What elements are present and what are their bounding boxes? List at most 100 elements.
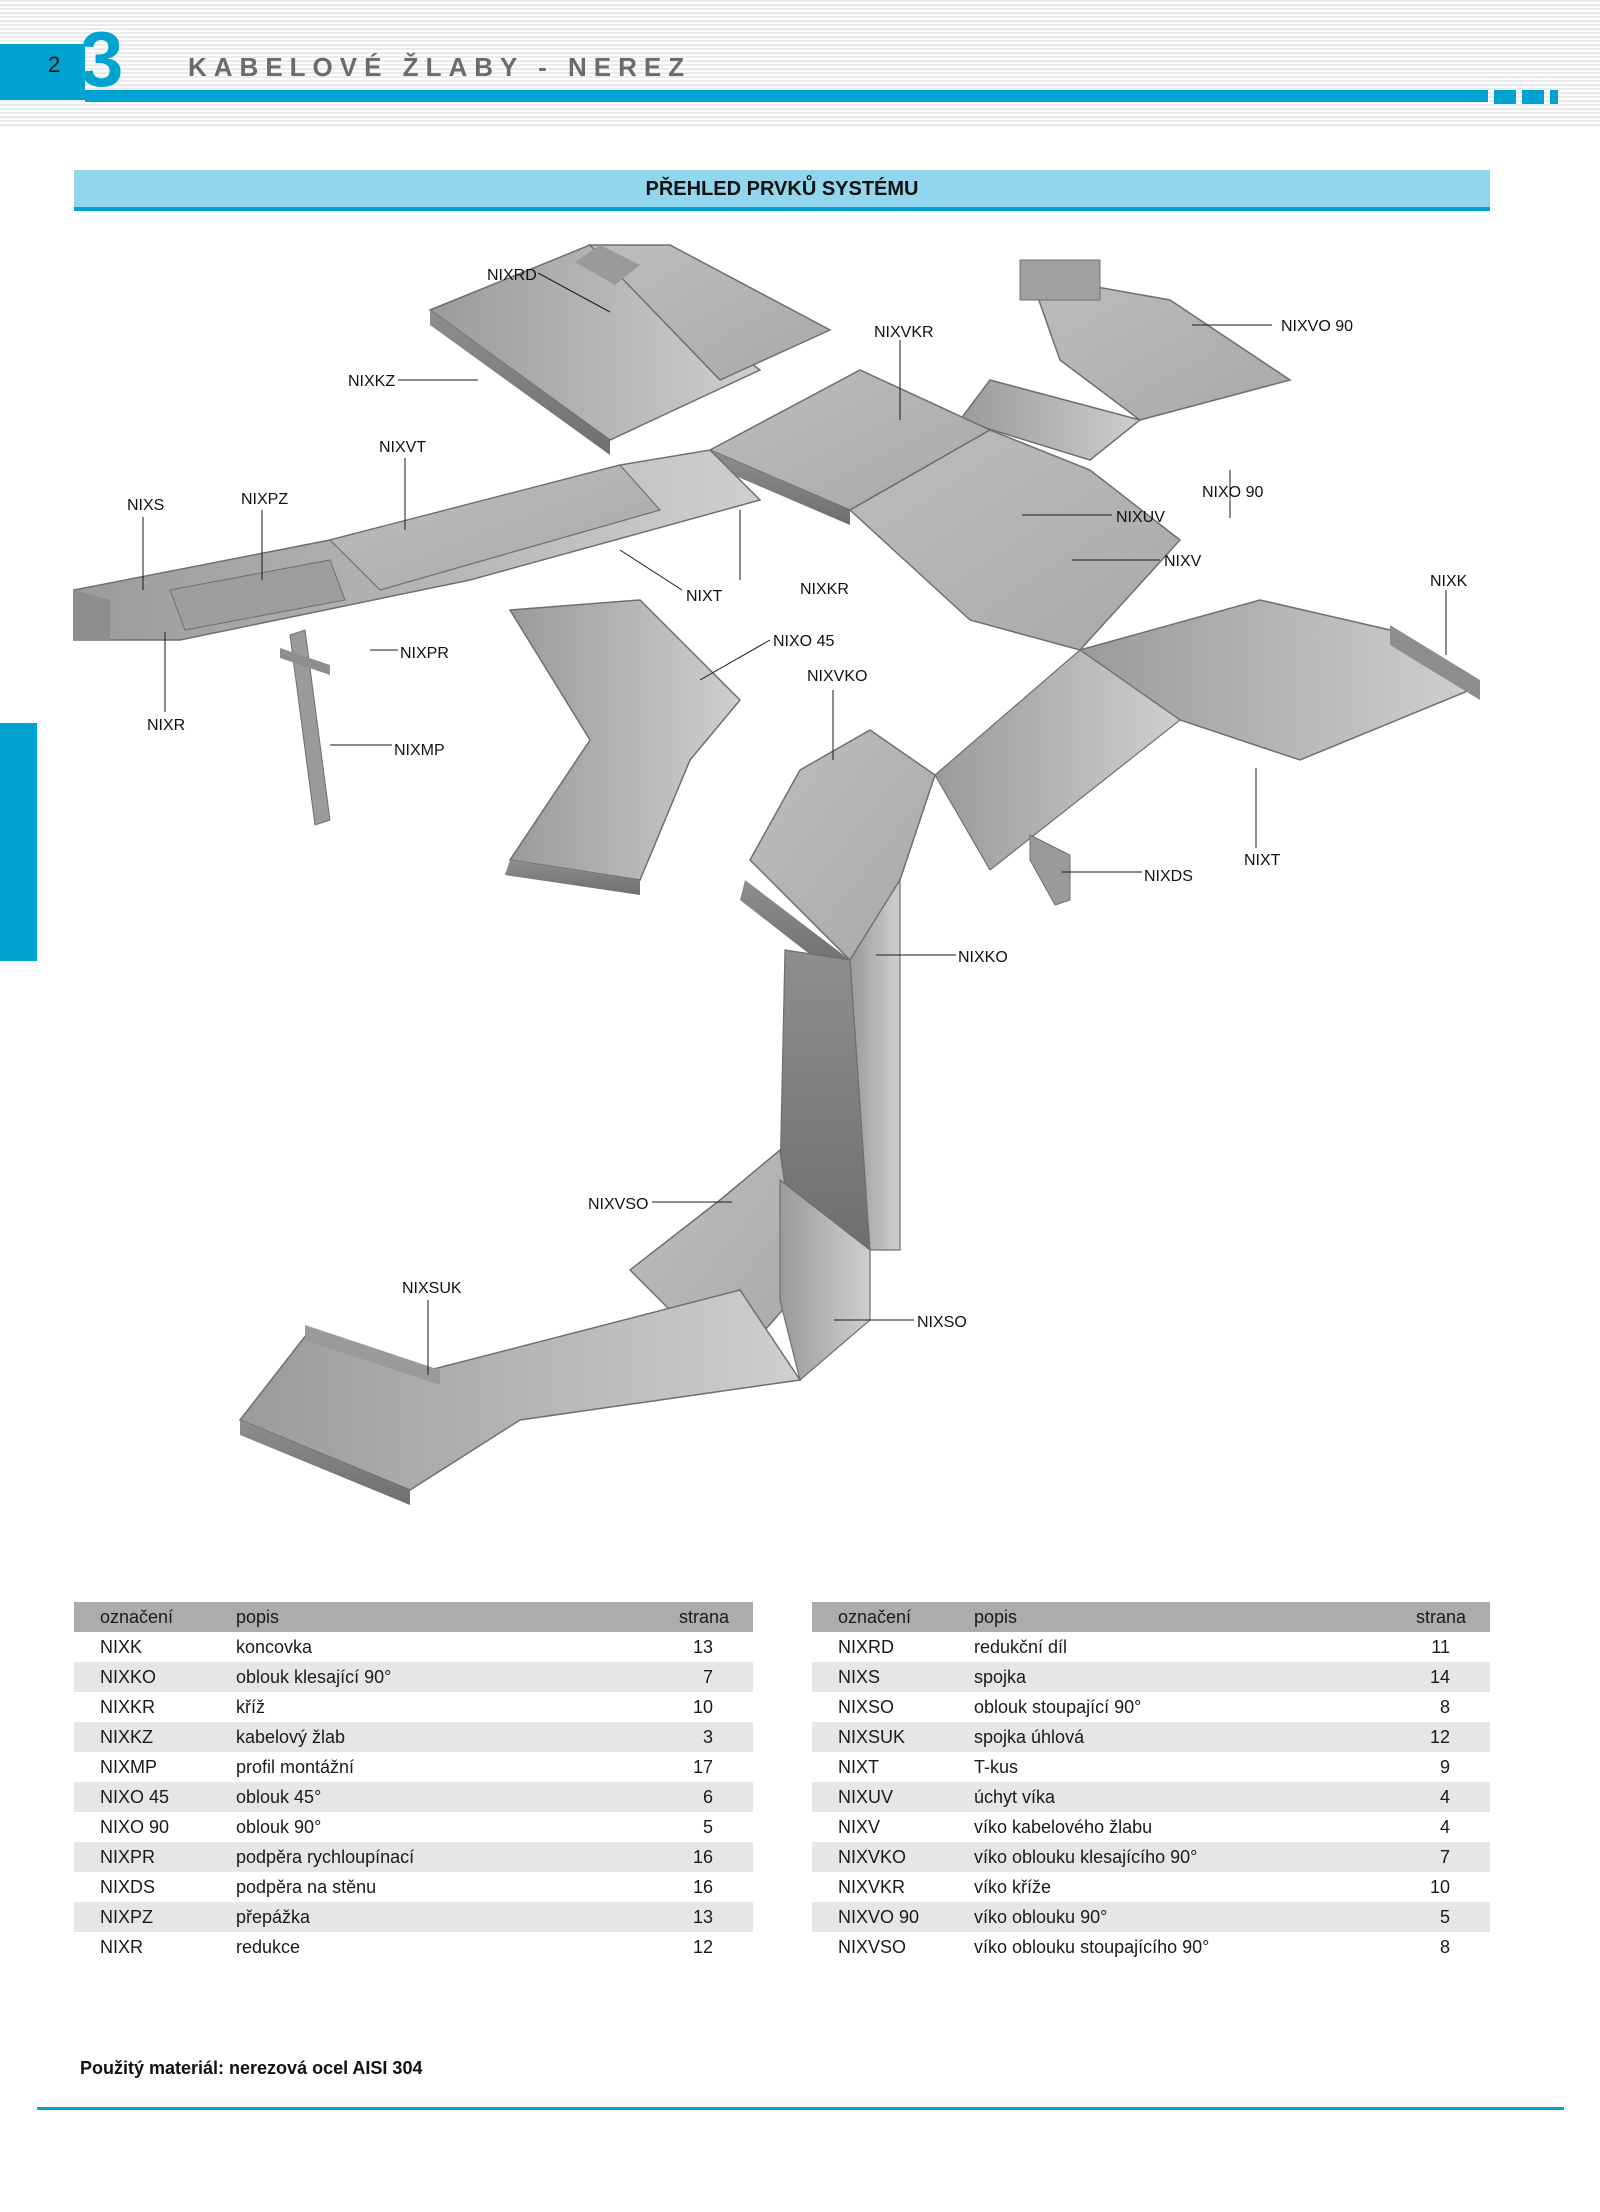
table-header: označení popis strana [74,1602,753,1632]
cell-desc: redukční díl [948,1632,1380,1662]
cell-page: 8 [1380,1932,1490,1962]
cell-page: 10 [643,1692,753,1722]
cell-code: NIXVSO [812,1932,948,1962]
cell-code: NIXKR [74,1692,210,1722]
cell-code: NIXR [74,1932,210,1962]
cell-code: NIXK [74,1632,210,1662]
cell-page: 11 [1380,1632,1490,1662]
cell-desc: oblouk 45° [210,1782,643,1812]
cell-code: NIXO 90 [74,1812,210,1842]
cell-page: 8 [1380,1692,1490,1722]
label-nixmp: NIXMP [394,742,445,759]
cell-code: NIXS [812,1662,948,1692]
cable-tray-system-diagram: NIXRD NIXVKR NIXVO 90 NIXKZ NIXVT NIXS N… [73,244,1480,1505]
cell-desc: kabelový žlab [210,1722,643,1752]
label-nixso: NIXSO [917,1314,967,1331]
label-nixvo90: NIXVO 90 [1281,318,1353,335]
wall-support [1029,834,1071,906]
cell-code: NIXRD [812,1632,948,1662]
cell-desc: profil montážní [210,1752,643,1782]
chapter-number: 3 [80,15,124,103]
mounting-profile [280,629,331,826]
cell-page: 17 [643,1752,753,1782]
label-nixo45: NIXO 45 [773,633,834,650]
header-page-tab [0,44,85,100]
leader-lines [142,272,1447,1375]
label-nixvso: NIXVSO [588,1196,648,1213]
label-nixpr: NIXPR [400,645,449,662]
label-nixko: NIXKO [958,949,1008,966]
header-strana: strana [643,1602,753,1632]
label-nixsuk: NIXSUK [402,1280,462,1297]
cell-desc: oblouk stoupající 90° [948,1692,1380,1722]
cell-page: 3 [643,1722,753,1752]
label-nixs: NIXS [127,497,164,514]
cell-desc: T-kus [948,1752,1380,1782]
tray-upper-arm [575,244,832,381]
cell-desc: kříž [210,1692,643,1722]
header-strana: strana [1380,1602,1490,1632]
header-block-3 [1550,90,1558,104]
cell-code: NIXSO [812,1692,948,1722]
cell-code: NIXKZ [74,1722,210,1752]
header-oznaceni: označení [74,1602,210,1632]
cell-page: 4 [1380,1812,1490,1842]
cell-code: NIXDS [74,1872,210,1902]
label-nixr: NIXR [147,717,185,734]
cell-code: NIXUV [812,1782,948,1812]
cell-code: NIXO 45 [74,1782,210,1812]
side-tab [0,723,37,961]
cell-desc: redukce [210,1932,643,1962]
cell-page: 5 [643,1812,753,1842]
cell-page: 13 [643,1902,753,1932]
cell-desc: víko kříže [948,1872,1380,1902]
cell-page: 5 [1380,1902,1490,1932]
cell-desc: úchyt víka [948,1782,1380,1812]
tray-vertical [779,877,901,1252]
cell-page: 16 [643,1842,753,1872]
header-popis: popis [948,1602,1380,1632]
cell-desc: podpěra na stěnu [210,1872,643,1902]
cell-code: NIXVO 90 [812,1902,948,1932]
tray-upper-left [428,244,762,455]
cell-page: 9 [1380,1752,1490,1782]
cell-code: NIXPR [74,1842,210,1872]
descending-bend [740,649,1182,970]
label-nixkz: NIXKZ [348,373,395,390]
header-background [0,0,1600,128]
page-number: 2 [48,52,61,77]
cell-desc: víko oblouku stoupajícího 90° [948,1932,1380,1962]
label-nixt2: NIXT [1244,852,1281,869]
cell-desc: oblouk 90° [210,1812,643,1842]
cell-page: 12 [1380,1722,1490,1752]
label-nixrd: NIXRD [487,267,537,284]
tray-main-right [848,429,1480,761]
cell-page: 6 [643,1782,753,1812]
tray-bottom [238,1289,802,1505]
cell-desc: víko oblouku klesajícího 90° [948,1842,1380,1872]
tray-upper-right [958,259,1292,461]
label-nixv: NIXV [1164,553,1202,570]
cell-desc: podpěra rychloupínací [210,1842,643,1872]
label-nixpz: NIXPZ [241,491,288,508]
label-nixds: NIXDS [1144,868,1193,885]
cell-desc: víko kabelového žlabu [948,1812,1380,1842]
table-header: označení popis strana [812,1602,1490,1632]
cell-code: NIXPZ [74,1902,210,1932]
